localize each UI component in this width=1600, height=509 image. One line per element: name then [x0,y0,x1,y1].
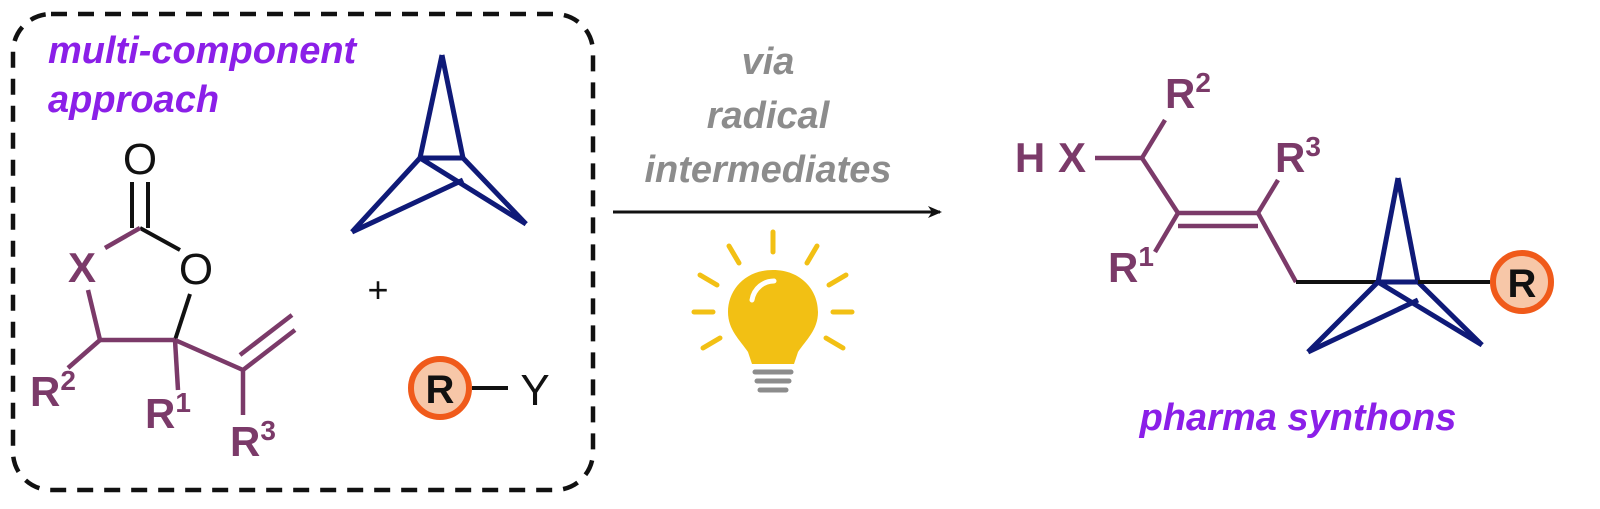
carbonyl-oxygen-label: O [123,135,157,184]
cyclic-carbonate-structure [66,182,297,415]
product-r-group-label: R [1508,262,1537,306]
product-r1-label: R1 [1108,241,1154,291]
approach-title-line1: multi-component [48,30,358,72]
leaving-group-y-label: Y [520,366,549,415]
r1-label: R1 [145,387,191,437]
propellane-structure [350,54,528,235]
approach-title-line2: approach [48,79,219,121]
product-r-group-circle [1490,250,1554,314]
condition-line3: intermediates [644,149,891,191]
product-r2-label: R2 [1165,67,1211,117]
r3-label: R3 [230,415,276,465]
r-group-label: R [426,368,455,412]
product-r3-label: R3 [1275,131,1321,181]
r2-label: R2 [30,365,76,415]
product-h-label: H [1015,134,1045,181]
x-heteroatom-label: X [68,244,96,291]
light-bulb-icon [691,229,855,393]
product-x-label: X [1058,134,1086,181]
product-structure [1095,118,1490,355]
product-caption: pharma synthons [1139,397,1457,439]
condition-line1: via [742,41,795,83]
reactant-box [10,11,596,493]
condition-line2: radical [707,95,831,137]
ring-oxygen-label: O [179,245,213,294]
r-group-circle [408,356,472,420]
plus-sign: + [367,269,388,310]
